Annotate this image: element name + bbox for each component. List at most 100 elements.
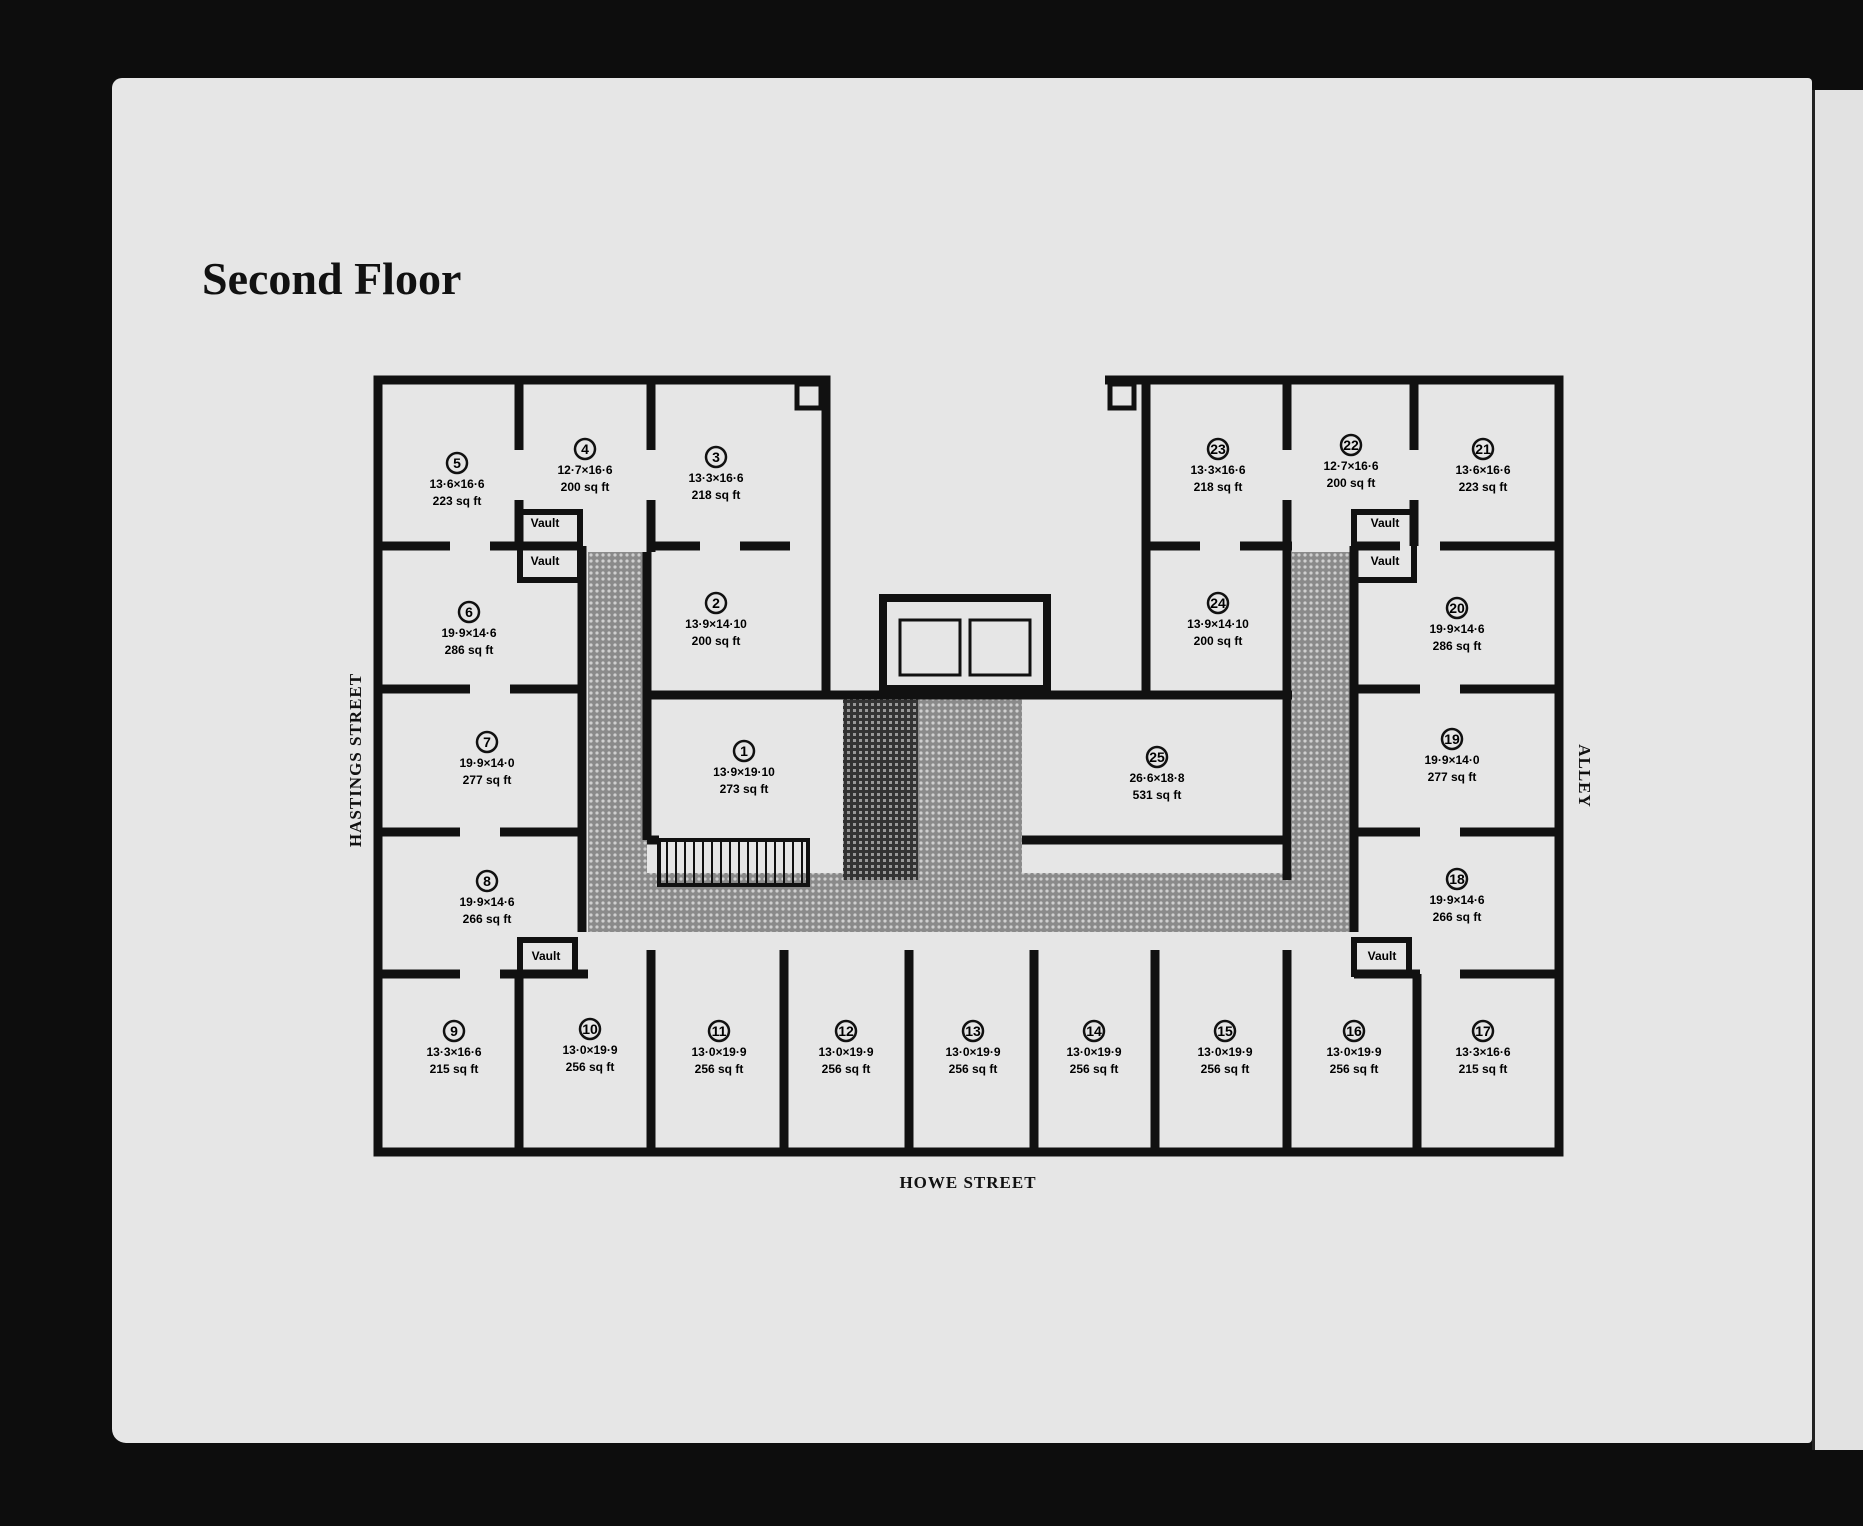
- room-number-circle: [1206, 591, 1230, 615]
- room-number-circle: [707, 1019, 731, 1043]
- room-dimensions: 13·0×19·9: [1326, 1045, 1381, 1059]
- room-dimensions: 12·7×16·6: [1323, 459, 1378, 473]
- room-area: 273 sq ft: [720, 782, 769, 796]
- room-dimensions: 13·3×16·6: [1455, 1045, 1510, 1059]
- room-dimensions: 13·0×19·9: [562, 1043, 617, 1057]
- room-number: 4: [581, 441, 589, 457]
- room-area: 531 sq ft: [1133, 788, 1182, 802]
- room-22: 22 12·7×16·6 200 sq ft: [1323, 433, 1379, 490]
- room-number: 12: [838, 1023, 854, 1039]
- room-dimensions: 13·0×19·9: [945, 1045, 1000, 1059]
- room-area: 266 sq ft: [463, 912, 512, 926]
- room-dimensions: 13·6×16·6: [1455, 463, 1510, 477]
- room-number-circle: [578, 1017, 602, 1041]
- room-number: 2: [712, 595, 720, 611]
- room-area: 256 sq ft: [1070, 1062, 1119, 1076]
- room-dimensions: 19·9×14·0: [459, 756, 514, 770]
- room-dimensions: 13·3×16·6: [426, 1045, 481, 1059]
- room-number-circle: [1342, 1019, 1366, 1043]
- room-dimensions: 13·9×14·10: [685, 617, 747, 631]
- room-number: 20: [1449, 600, 1465, 616]
- room-number-circle: [442, 1019, 466, 1043]
- vaults: [517, 509, 1417, 977]
- room-number: 21: [1475, 441, 1491, 457]
- room-dimensions: 13·9×14·10: [1187, 617, 1249, 631]
- room-number-circle: [1145, 745, 1169, 769]
- room-area: 286 sq ft: [445, 643, 494, 657]
- room-area: 200 sq ft: [561, 480, 610, 494]
- room-number: 11: [712, 1023, 727, 1039]
- room-number-circle: [732, 739, 756, 763]
- room-number-circle: [573, 437, 597, 461]
- room-number: 1: [740, 743, 748, 759]
- room-area: 256 sq ft: [1330, 1062, 1379, 1076]
- room-number-circle: [1445, 867, 1469, 891]
- room-dimensions: 19·9×14·0: [1424, 753, 1479, 767]
- room-area: 215 sq ft: [1459, 1062, 1508, 1076]
- room-dimensions: 19·9×14·6: [1429, 622, 1484, 636]
- room-dimensions: 13·3×16·6: [1190, 463, 1245, 477]
- room-area: 256 sq ft: [1201, 1062, 1250, 1076]
- room-23: 23 13·3×16·6 218 sq ft: [1190, 437, 1246, 494]
- room-area: 218 sq ft: [1194, 480, 1243, 494]
- room-number: 3: [712, 449, 720, 465]
- room-area: 256 sq ft: [566, 1060, 615, 1074]
- room-number: 23: [1210, 441, 1226, 457]
- room-number: 18: [1449, 871, 1465, 887]
- room-area: 200 sq ft: [1327, 476, 1376, 490]
- room-dimensions: 19·9×14·6: [459, 895, 514, 909]
- room-area: 215 sq ft: [430, 1062, 479, 1076]
- room-number-circle: [475, 869, 499, 893]
- room-dimensions: 19·9×14·6: [1429, 893, 1484, 907]
- room-number-circle: [475, 730, 499, 754]
- vault-label: Vault: [532, 949, 561, 963]
- room-area: 256 sq ft: [695, 1062, 744, 1076]
- vault-label: Vault: [1371, 516, 1400, 530]
- walls: [373, 375, 1564, 1157]
- room-area: 223 sq ft: [433, 494, 482, 508]
- room-dimensions: 13·0×19·9: [818, 1045, 873, 1059]
- room-number: 5: [453, 455, 461, 471]
- room-number-circle: [1471, 437, 1495, 461]
- stairs: [657, 838, 810, 887]
- room-number-circle: [1440, 727, 1464, 751]
- room-number: 6: [465, 604, 473, 620]
- room-number-circle: [445, 451, 469, 475]
- street-label-hastings: HASTINGS STREET: [346, 672, 365, 848]
- room-number: 22: [1343, 437, 1359, 453]
- vault-label: Vault: [1368, 949, 1397, 963]
- room-area: 223 sq ft: [1459, 480, 1508, 494]
- room-1: 1 13·9×19·10 273 sq ft: [713, 739, 775, 796]
- room-number: 13: [965, 1023, 981, 1039]
- room-dimensions: 12·7×16·6: [557, 463, 612, 477]
- room-area: 277 sq ft: [463, 773, 512, 787]
- room-21: 21 13·6×16·6 223 sq ft: [1455, 437, 1511, 494]
- room-area: 200 sq ft: [692, 634, 741, 648]
- elevator-block: [879, 594, 1051, 693]
- room-number: 10: [582, 1021, 598, 1037]
- room-4: 4 12·7×16·6 200 sq ft: [557, 437, 613, 494]
- room-dimensions: 26·6×18·8: [1129, 771, 1184, 785]
- corridor: [588, 552, 1354, 932]
- room-dimensions: 13·9×19·10: [713, 765, 775, 779]
- vault-label: Vault: [1371, 554, 1400, 568]
- page-title: Second Floor: [202, 253, 462, 304]
- room-dimensions: 13·0×19·9: [1066, 1045, 1121, 1059]
- room-number: 24: [1210, 595, 1226, 611]
- street-label-alley: ALLEY: [1575, 744, 1594, 808]
- room-dimensions: 13·0×19·9: [1197, 1045, 1252, 1059]
